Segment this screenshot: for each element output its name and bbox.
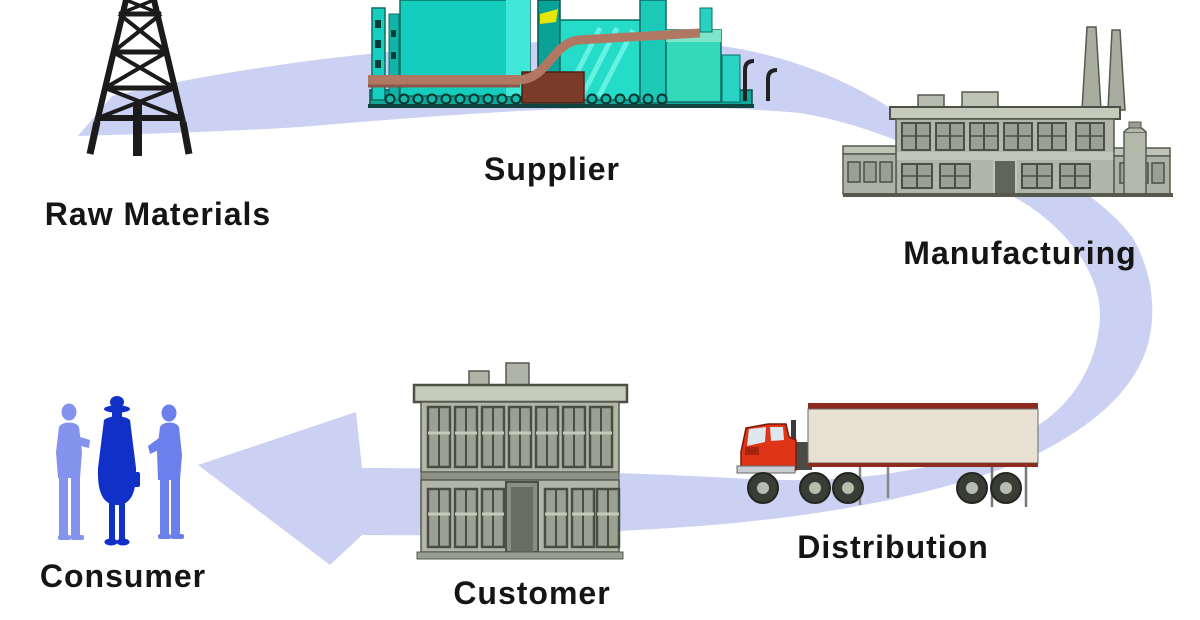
factory-icon — [842, 26, 1173, 197]
person-center — [97, 396, 140, 546]
oil-derrick-icon — [86, 0, 193, 156]
people-icon — [56, 396, 184, 546]
label-manufacturing: Manufacturing — [903, 235, 1137, 271]
label-distribution: Distribution — [797, 529, 989, 565]
label-supplier: Supplier — [483, 151, 621, 187]
person-right — [148, 404, 184, 539]
label-consumer: Consumer — [39, 558, 207, 594]
store-building-icon — [412, 362, 629, 560]
industrial-plant-icon — [368, 0, 778, 108]
label-raw-materials: Raw Materials — [44, 196, 272, 232]
person-left — [56, 403, 90, 540]
semi-truck-icon — [736, 403, 1039, 507]
label-customer: Customer — [453, 575, 611, 611]
flow-arrow — [78, 40, 1153, 565]
